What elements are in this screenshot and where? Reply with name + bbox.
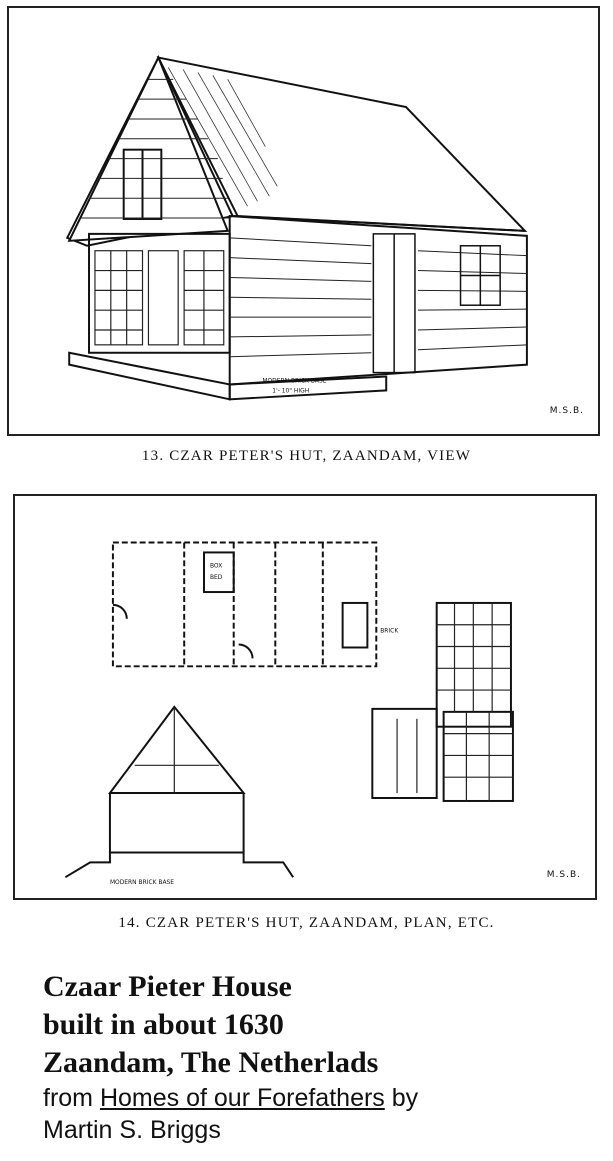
build-date: built in about 1630 xyxy=(43,1008,284,1041)
house-name: Czaar Pieter House xyxy=(43,970,292,1003)
figure-14-initials: M.S.B. xyxy=(546,870,581,880)
author-name: Martin S. Briggs xyxy=(43,1116,221,1144)
source-prefix: from xyxy=(43,1084,100,1112)
figure-13-hut-view: MODERN BRICK BASE 1'- 10" HIGH M.S.B. xyxy=(7,6,600,436)
base-height-text: 1'- 10" HIGH xyxy=(272,387,309,394)
source-notes: Czaar Pieter House built in about 1630 Z… xyxy=(43,968,603,1146)
hut-plan-drawing: BOX BED BRICK MODERN BRICK BASE xyxy=(64,541,514,886)
location: Zaandam, The Netherlads xyxy=(43,1046,379,1079)
book-title: Homes of our Forefathers xyxy=(99,1084,385,1112)
figure-13-initials: M.S.B. xyxy=(549,406,584,416)
base-label-text: MODERN BRICK BASE xyxy=(262,377,326,384)
figure-14-hut-plan: BOX BED BRICK MODERN BRICK BASE M.S.B. xyxy=(13,494,597,900)
plan-label-bed: BED xyxy=(210,574,223,581)
source-suffix: by xyxy=(384,1084,419,1112)
source-line: from Homes of our Forefathers by xyxy=(43,1082,603,1114)
figure-14-caption: 14. CZAR PETER'S HUT, ZAANDAM, PLAN, ETC… xyxy=(118,915,495,931)
plan-label-box: BOX xyxy=(210,562,222,569)
plan-label-brick: BRICK xyxy=(380,628,399,635)
figure-13-caption: 13. CZAR PETER'S HUT, ZAANDAM, VIEW xyxy=(141,448,472,464)
hut-perspective-drawing: MODERN BRICK BASE 1'- 10" HIGH xyxy=(65,55,528,401)
section-base-label: MODERN BRICK BASE xyxy=(110,879,174,886)
